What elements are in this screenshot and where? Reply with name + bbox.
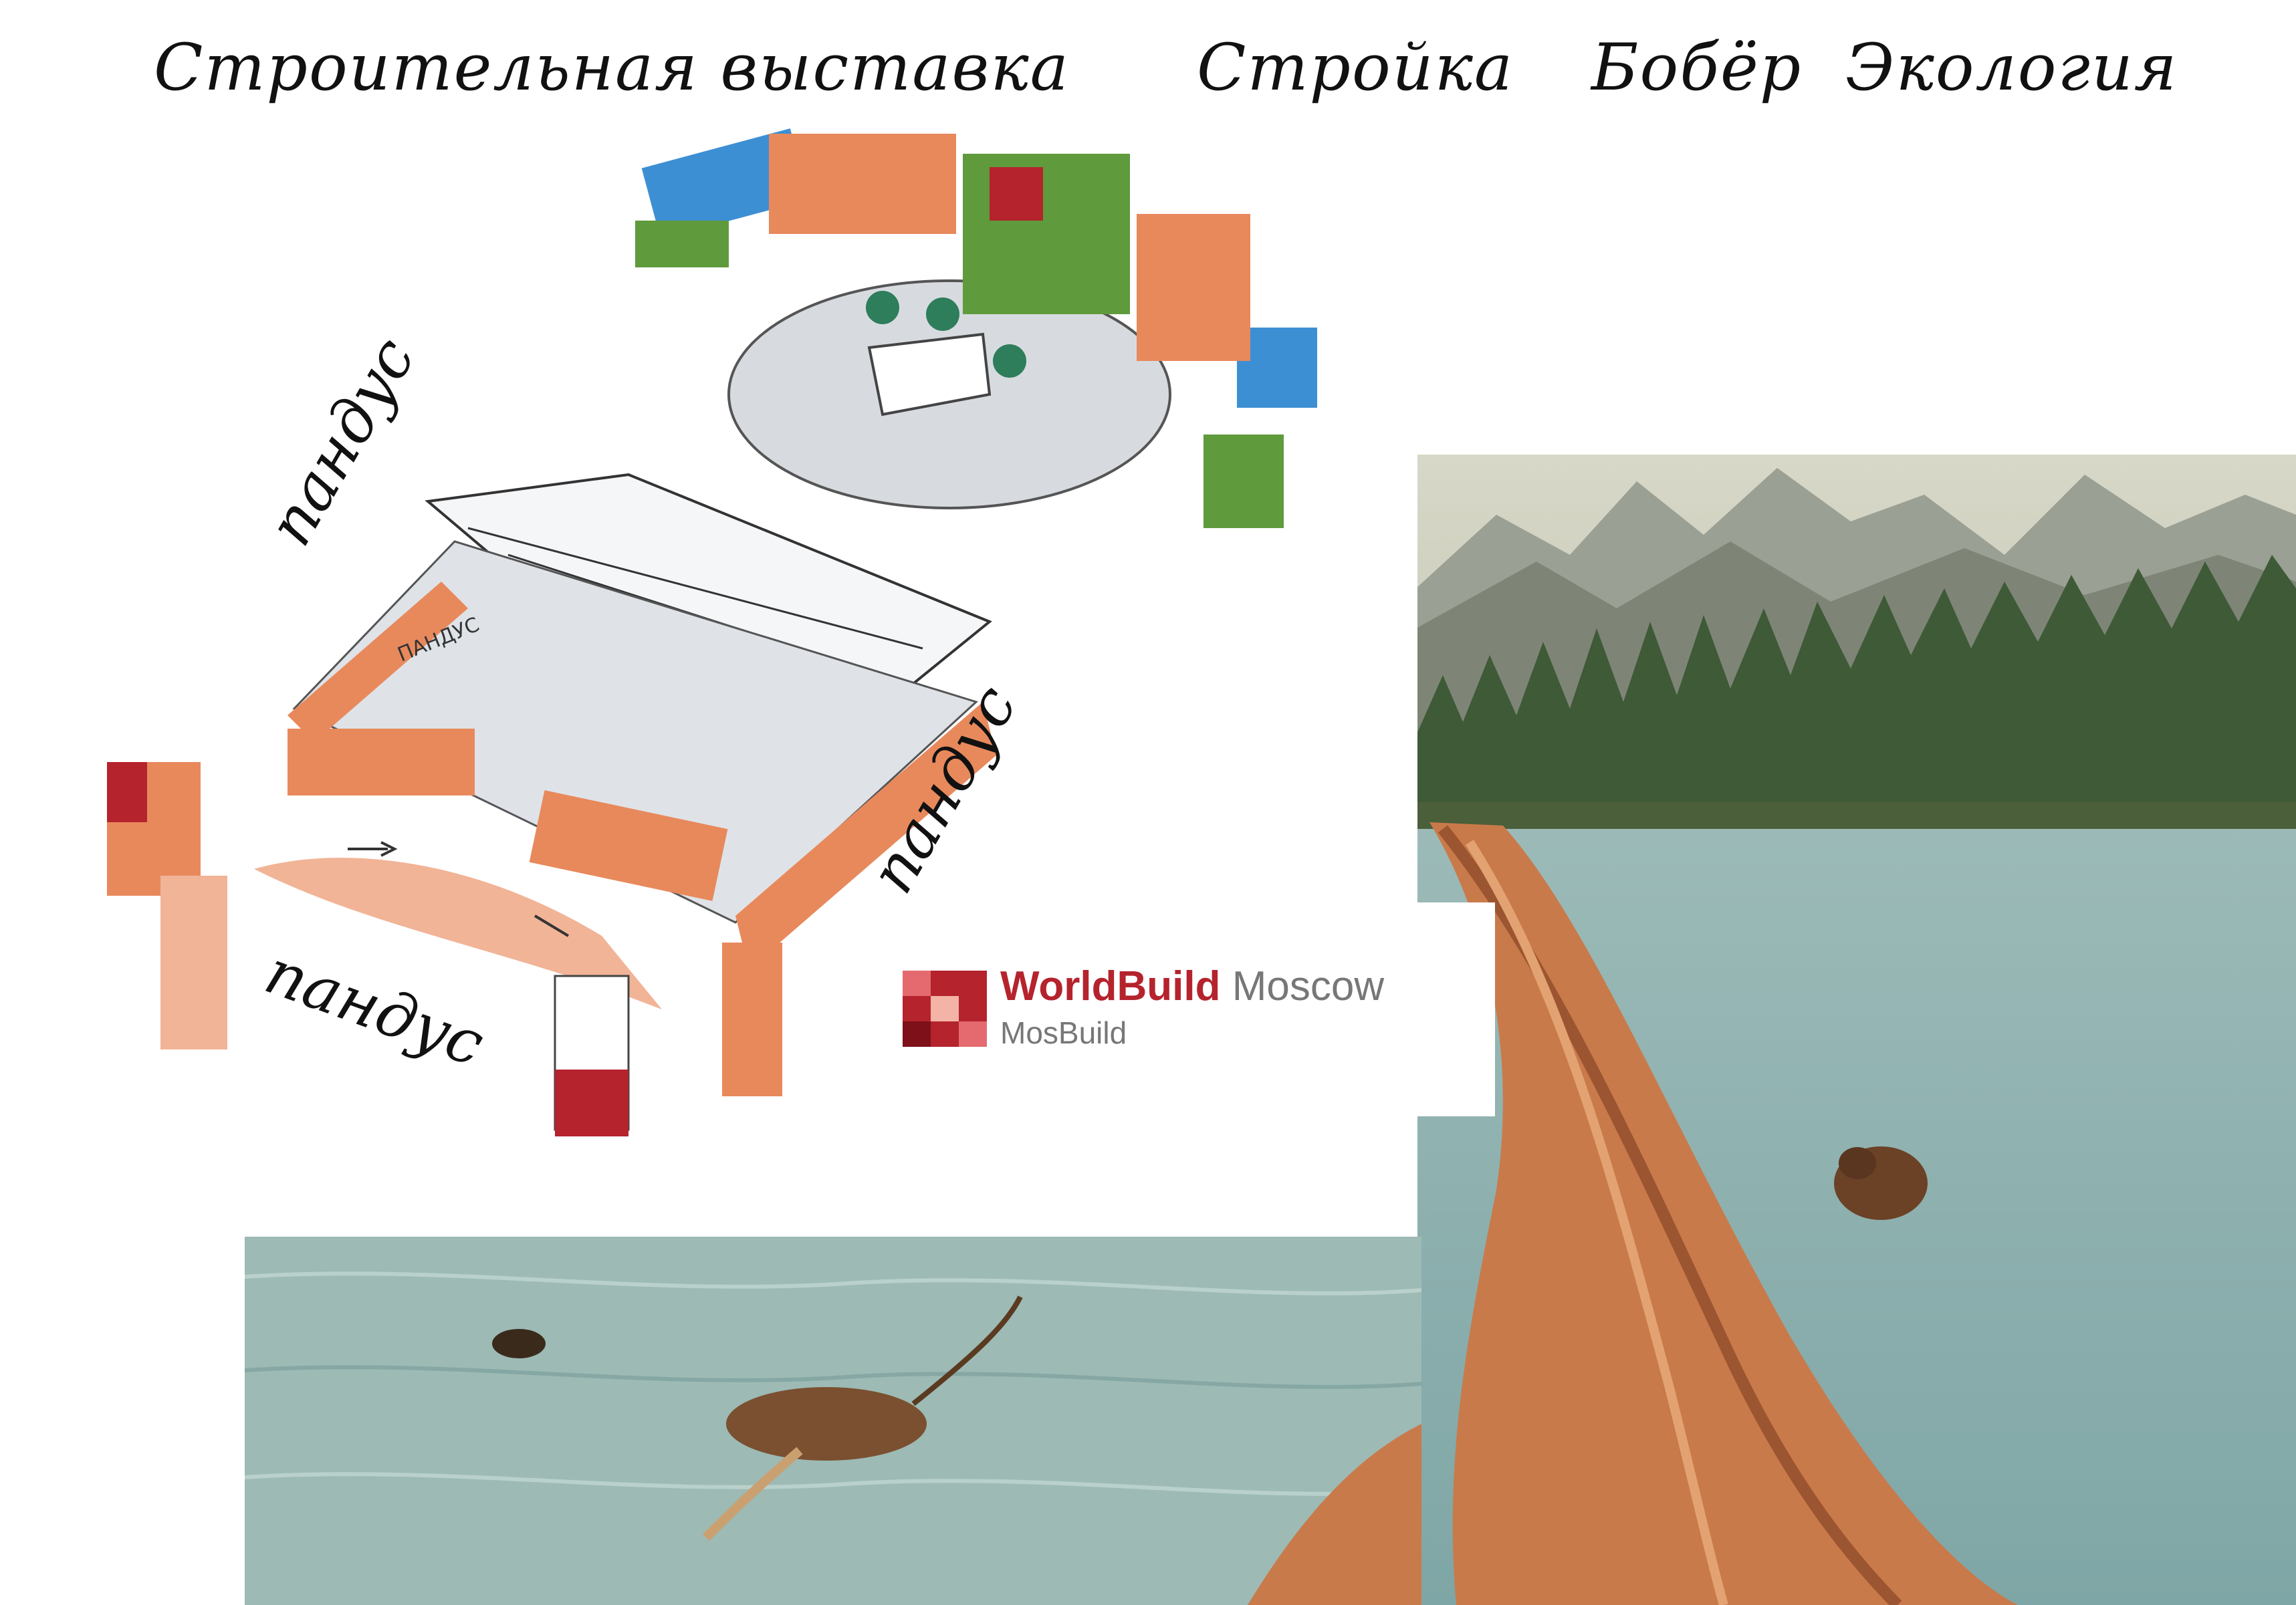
caption-exhibition: Строительная выставка: [154, 30, 1070, 105]
beaver-head-swimming: [492, 1329, 546, 1358]
beaver-carrying-branch: [726, 1387, 927, 1461]
caption-ecology: Экология: [1845, 30, 2178, 105]
lake-water-illustration: [245, 1237, 1421, 1605]
logo-brand-primary: WorldBuild: [1000, 963, 1221, 1009]
water-painting: [245, 1237, 1421, 1605]
logo-brand-sub: MosBuild: [1000, 1015, 1127, 1050]
worldbuild-logo-icon: [903, 971, 987, 1047]
caption-beaver: Бобёр: [1591, 30, 1803, 105]
caption-construction: Стройка: [1197, 30, 1514, 105]
beaver-dam-painting: [1416, 455, 2296, 1605]
logo-title: WorldBuild Moscow: [1000, 963, 1384, 1010]
beaver-dam-illustration: [1416, 455, 2296, 1605]
logo-brand-city: Moscow: [1232, 963, 1385, 1009]
exhibition-booth-sketch: ПАНДУС: [107, 128, 1317, 1136]
